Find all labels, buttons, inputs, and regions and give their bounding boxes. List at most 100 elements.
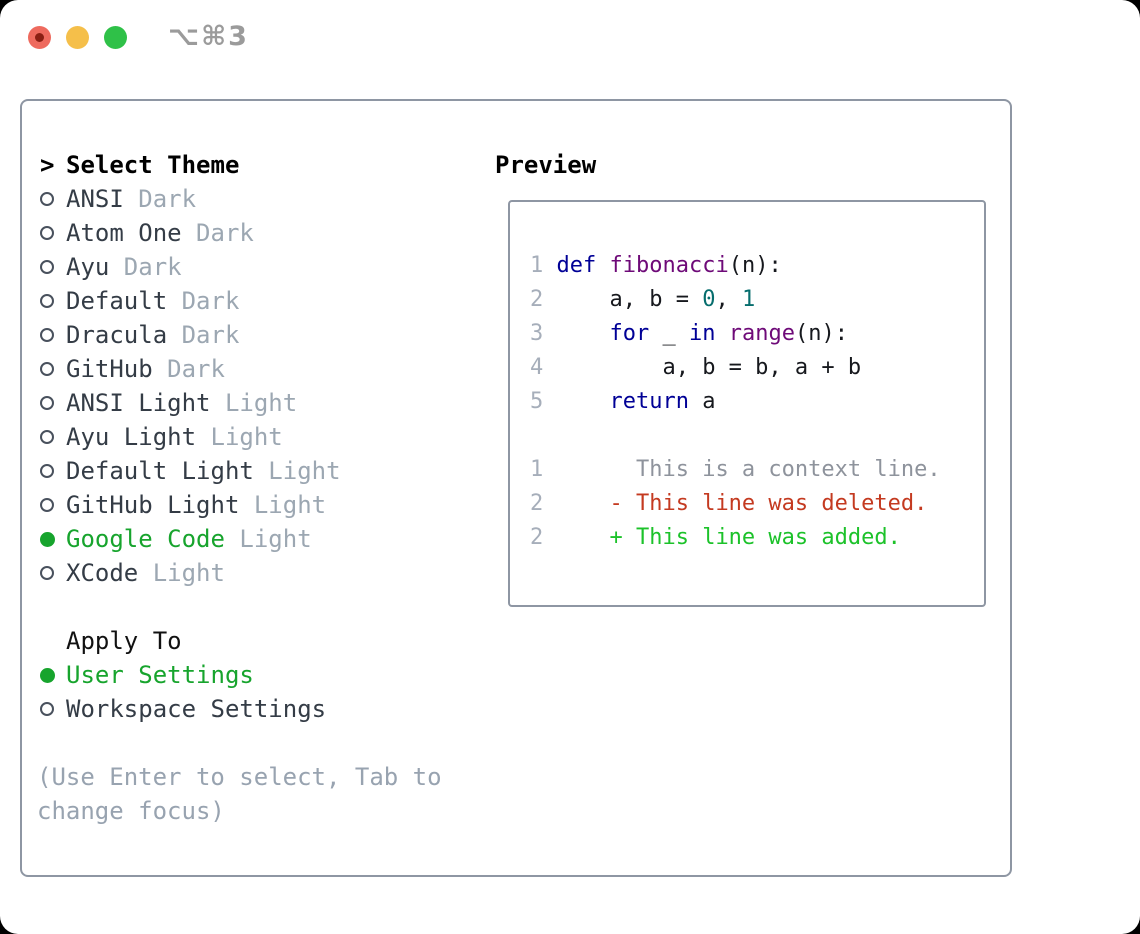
code-token: range	[728, 321, 795, 346]
code-token: ,	[715, 287, 742, 312]
theme-name: ANSI Light	[66, 389, 211, 417]
theme-variant: Dark	[167, 321, 240, 349]
theme-option-ayu-light-light[interactable]: Ayu Light Light	[40, 420, 490, 454]
titlebar: ⌥⌘3	[0, 0, 1140, 72]
theme-name: Dracula	[66, 321, 168, 349]
preview-title: Preview	[495, 151, 597, 179]
theme-name: GitHub	[66, 355, 153, 383]
code-line: 1 This is a context line.	[530, 453, 941, 487]
help-line: (Use Enter to select, Tab to	[37, 763, 442, 791]
theme-option-default-light-light[interactable]: Default Light Light	[40, 454, 490, 488]
code-token: - This line was deleted.	[556, 491, 928, 516]
radio-marker	[40, 294, 66, 308]
apply-option-workspace-settings[interactable]: Workspace Settings	[40, 692, 490, 726]
line-number: 4	[530, 355, 544, 380]
minimize-button[interactable]	[66, 26, 89, 49]
theme-variant: Dark	[181, 219, 254, 247]
select-theme-title: Select Theme	[66, 151, 240, 179]
code-token: return	[609, 389, 689, 414]
radio-marker	[40, 498, 66, 512]
theme-name: ANSI	[66, 185, 124, 213]
theme-name: Ayu	[66, 253, 110, 281]
theme-variant: Light	[138, 559, 225, 587]
radio-marker	[40, 396, 66, 410]
theme-name: Google Code	[66, 525, 225, 553]
code-token: (n):	[728, 253, 782, 278]
theme-variant: Dark	[167, 287, 240, 315]
code-token: for	[609, 321, 650, 346]
code-token: a, b = b, a + b	[556, 355, 862, 380]
theme-variant: Dark	[123, 185, 197, 213]
code-blank-line	[530, 419, 941, 453]
close-dot-icon	[35, 33, 44, 42]
line-number: 3	[530, 321, 544, 346]
theme-name: GitHub Light	[66, 491, 240, 519]
theme-variant: Light	[196, 423, 283, 451]
theme-name: Default	[66, 287, 168, 315]
zoom-button[interactable]	[104, 26, 127, 49]
radio-icon	[40, 362, 54, 376]
code-line: 4 a, b = b, a + b	[530, 351, 941, 385]
theme-name: Default Light	[66, 457, 254, 485]
radio-icon	[40, 464, 54, 478]
theme-option-dracula-dark[interactable]: Dracula Dark	[40, 318, 490, 352]
theme-option-atom-one-dark[interactable]: Atom One Dark	[40, 216, 490, 250]
theme-option-google-code-light[interactable]: Google Code Light	[40, 522, 490, 556]
theme-variant: Dark	[109, 253, 182, 281]
radio-icon	[40, 226, 54, 240]
radio-icon	[40, 702, 54, 716]
theme-option-ansi-light-light[interactable]: ANSI Light Light	[40, 386, 490, 420]
theme-variant: Light	[239, 491, 327, 519]
apply-option-label: User Settings	[66, 661, 254, 689]
code-line: 3 for _ in range(n):	[530, 317, 941, 351]
code-token: a	[688, 389, 716, 414]
line-number: 1	[530, 457, 544, 482]
line-number: 5	[530, 389, 544, 414]
radio-marker	[40, 362, 66, 376]
radio-icon	[40, 328, 54, 342]
spacer	[40, 590, 490, 624]
code-line: 5 return a	[530, 385, 941, 419]
code-token: a, b =	[556, 287, 703, 312]
help-text: (Use Enter to select, Tab to change focus…	[37, 760, 490, 828]
theme-name: XCode	[66, 559, 139, 587]
line-number: 2	[530, 287, 544, 312]
code-line: 2 a, b = 0, 1	[530, 283, 941, 317]
line-number: 1	[530, 253, 544, 278]
code-token: (n):	[794, 321, 848, 346]
radio-icon	[40, 566, 54, 580]
radio-marker	[40, 702, 66, 716]
help-line: change focus)	[37, 797, 225, 825]
theme-name: Atom One	[66, 219, 182, 247]
code-token: 0	[702, 287, 716, 312]
theme-option-github-dark[interactable]: GitHub Dark	[40, 352, 490, 386]
theme-option-xcode-light[interactable]: XCode Light	[40, 556, 490, 590]
theme-name: Ayu Light	[66, 423, 197, 451]
window-title: ⌥⌘3	[168, 21, 249, 52]
apply-option-user-settings[interactable]: User Settings	[40, 658, 490, 692]
close-button[interactable]	[28, 26, 51, 49]
radio-selected-icon	[40, 667, 55, 683]
code-token	[557, 321, 610, 346]
radio-icon	[40, 430, 54, 444]
cursor-icon: >	[40, 151, 55, 179]
radio-icon	[40, 260, 54, 274]
line-number: 2	[530, 525, 544, 550]
radio-selected-icon	[40, 531, 55, 547]
theme-option-ayu-dark[interactable]: Ayu Dark	[40, 250, 490, 284]
apply-option-label: Workspace Settings	[66, 695, 327, 723]
code-line: 2 - This line was deleted.	[530, 487, 941, 521]
radio-marker	[40, 226, 66, 240]
theme-option-default-dark[interactable]: Default Dark	[40, 284, 490, 318]
theme-option-github-light-light[interactable]: GitHub Light Light	[40, 488, 490, 522]
theme-option-ansi-dark[interactable]: ANSI Dark	[40, 182, 490, 216]
code-token	[715, 321, 728, 346]
radio-marker	[40, 328, 66, 342]
radio-marker	[40, 192, 66, 206]
radio-icon	[40, 294, 54, 308]
